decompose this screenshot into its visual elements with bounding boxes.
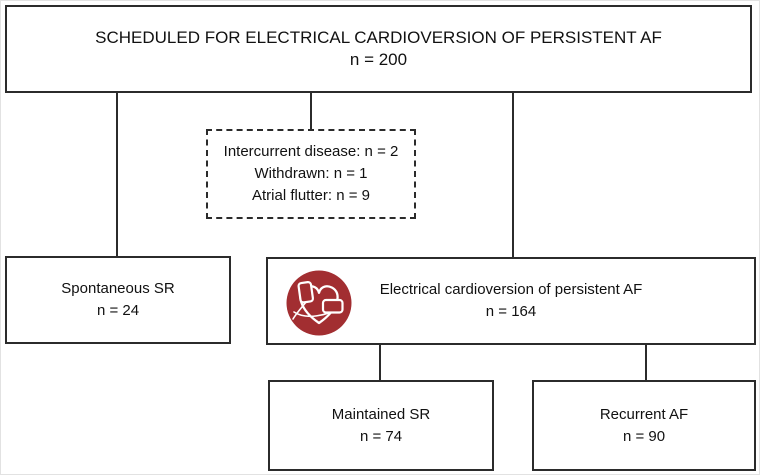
spontaneous-sr-box: Spontaneous SR n = 24 bbox=[5, 256, 231, 344]
connector-cardioversion-to-maintained bbox=[379, 345, 381, 380]
spontaneous-sr-count: n = 24 bbox=[96, 302, 140, 319]
scheduled-cardioversion-title: SCHEDULED FOR ELECTRICAL CARDIOVERSION O… bbox=[95, 28, 662, 47]
exclusion-intercurrent-disease: Intercurrent disease: n = 2 bbox=[223, 143, 399, 160]
scheduled-cardioversion-count: n = 200 bbox=[349, 50, 408, 69]
recurrent-af-label: Recurrent AF bbox=[599, 405, 689, 423]
connector-top-to-cardioversion bbox=[512, 93, 514, 257]
maintained-sr-box: Maintained SR n = 74 bbox=[268, 380, 494, 471]
exclusion-withdrawn: Withdrawn: n = 1 bbox=[254, 165, 368, 182]
cardioversion-heart-icon bbox=[286, 270, 352, 336]
connector-top-to-exclusions bbox=[310, 93, 312, 129]
electrical-cardioversion-label: Electrical cardioversion of persistent A… bbox=[379, 281, 643, 298]
exclusion-atrial-flutter: Atrial flutter: n = 9 bbox=[252, 187, 370, 204]
maintained-sr-count: n = 74 bbox=[359, 427, 403, 445]
connector-top-to-spontaneous bbox=[116, 93, 118, 256]
electrical-cardioversion-count: n = 164 bbox=[485, 303, 537, 320]
recurrent-af-box: Recurrent AF n = 90 bbox=[532, 380, 756, 471]
recurrent-af-count: n = 90 bbox=[622, 427, 666, 445]
maintained-sr-label: Maintained SR bbox=[331, 405, 431, 423]
exclusions-box: Intercurrent disease: n = 2 Withdrawn: n… bbox=[206, 129, 416, 219]
spontaneous-sr-label: Spontaneous SR bbox=[61, 280, 175, 297]
scheduled-cardioversion-box: SCHEDULED FOR ELECTRICAL CARDIOVERSION O… bbox=[5, 5, 752, 93]
connector-cardioversion-to-recurrent bbox=[645, 345, 647, 380]
electrical-cardioversion-box: Electrical cardioversion of persistent A… bbox=[266, 257, 756, 345]
